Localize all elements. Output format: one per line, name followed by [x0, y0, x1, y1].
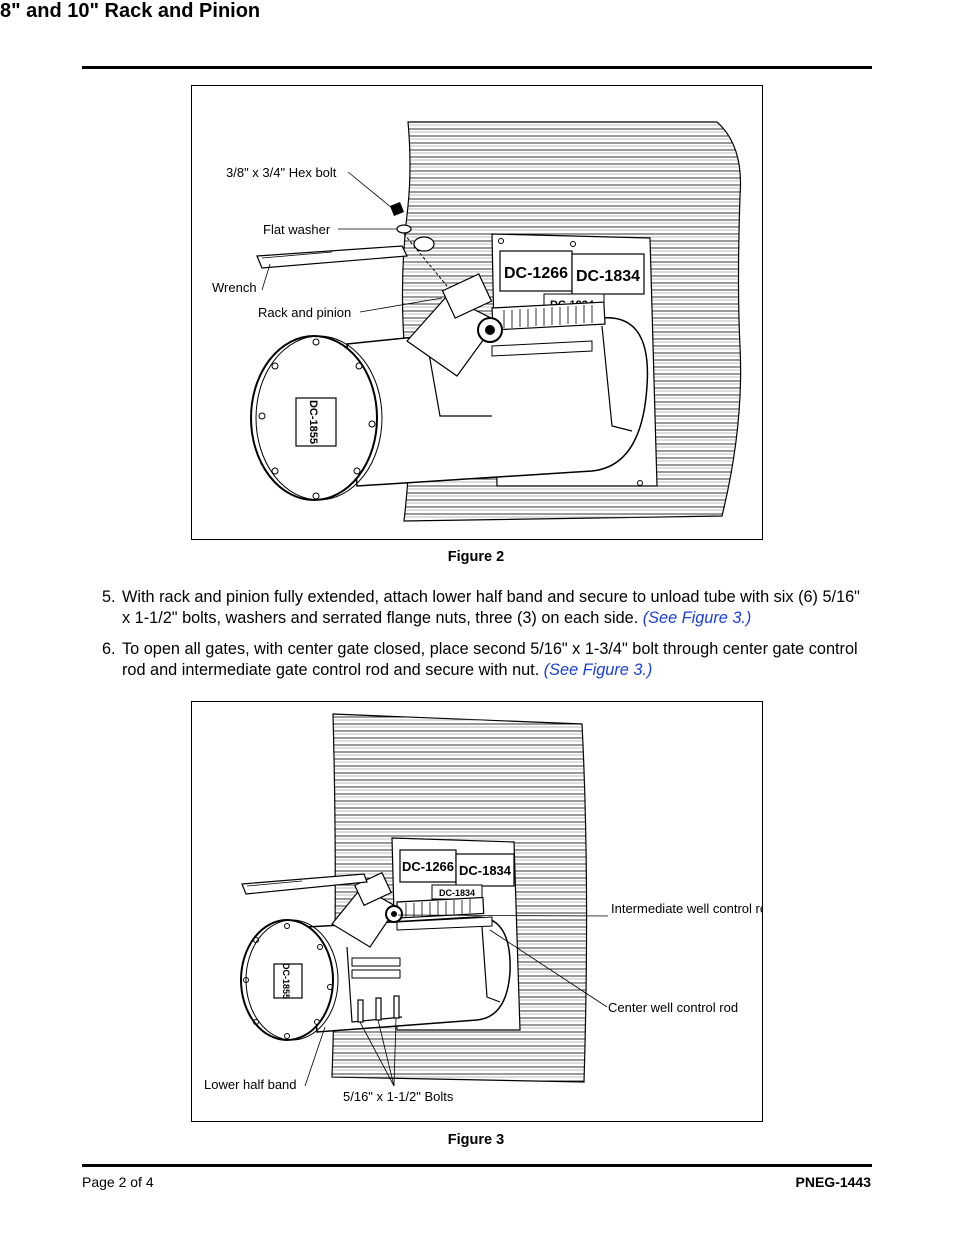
- page-number: Page 2 of 4: [82, 1174, 154, 1190]
- step-5-text: With rack and pinion fully extended, att…: [122, 588, 860, 627]
- figure-3-illustration: DC-1266 DC-1834 DC-1834 DC-1855: [240, 713, 609, 1087]
- step-5: 5. With rack and pinion fully extended, …: [102, 587, 872, 629]
- callout-lower-band: Lower half band: [204, 1077, 297, 1092]
- step-5-link[interactable]: (See Figure 3.): [642, 609, 752, 627]
- callout-rack-pinion: Rack and pinion: [258, 305, 352, 320]
- figure-2-illustration: DC-1266 DC-1834 DC-1834 DC-1855: [250, 121, 742, 522]
- callout-center-rod: Center well control rod: [608, 1000, 739, 1015]
- figure-3: DC-1266 DC-1834 DC-1834 DC-1855: [191, 701, 763, 1122]
- figure-2: DC-1266 DC-1834 DC-1834 DC-1855: [191, 85, 763, 540]
- footer-rule: [82, 1164, 872, 1167]
- decal-right: DC-1834: [459, 863, 512, 878]
- decal-left: DC-1266: [504, 265, 568, 282]
- callout-intermediate-rod: Intermediate well control rod: [611, 901, 763, 916]
- cover-decal: DC-1855: [281, 963, 291, 999]
- step-6-number: 6.: [102, 640, 116, 658]
- decal-right: DC-1834: [576, 268, 640, 285]
- decal-left: DC-1266: [402, 859, 454, 874]
- callout-hex-bolt: 3/8" x 3/4" Hex bolt: [226, 165, 337, 180]
- step-6-link[interactable]: (See Figure 3.): [543, 661, 653, 679]
- callout-flat-washer: Flat washer: [263, 222, 331, 237]
- step-6: 6. To open all gates, with center gate c…: [102, 639, 872, 681]
- step-5-number: 5.: [102, 588, 116, 606]
- figure-3-caption: Figure 3: [447, 1132, 505, 1148]
- document-id: PNEG-1443: [795, 1174, 871, 1190]
- step-6-text: To open all gates, with center gate clos…: [122, 640, 858, 679]
- decal-small: DC-1834: [439, 888, 475, 898]
- cover-decal: DC-1855: [307, 400, 319, 444]
- callout-wrench: Wrench: [212, 280, 257, 295]
- figure-2-caption: Figure 2: [447, 549, 505, 565]
- header-rule: [82, 66, 872, 69]
- callout-bolts: 5/16" x 1-1/2" Bolts: [343, 1089, 454, 1104]
- page-title: 8" and 10" Rack and Pinion: [0, 0, 261, 22]
